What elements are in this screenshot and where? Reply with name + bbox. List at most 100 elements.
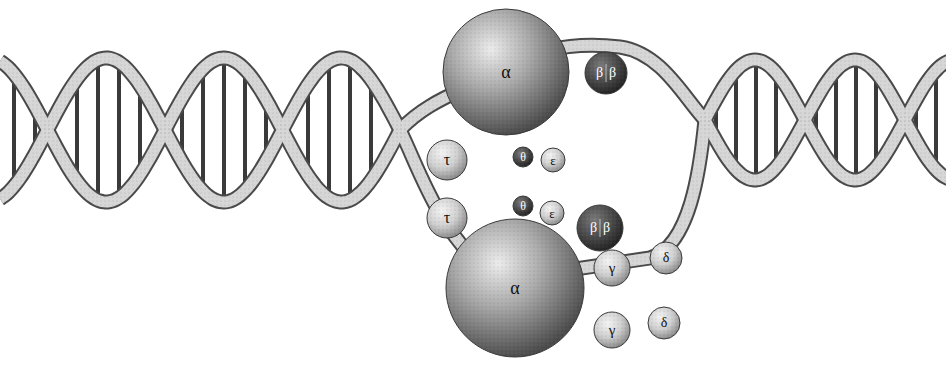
subunit-label: δ [663, 251, 670, 265]
subunit-label: β [596, 66, 603, 80]
dna-strand [0, 58, 400, 202]
base-pair [774, 79, 778, 162]
subunit-label: ε [549, 207, 554, 220]
sphere-body [594, 312, 630, 348]
sphere-texture [447, 220, 584, 357]
base-pair [306, 91, 310, 170]
sphere-texture [651, 243, 682, 274]
protein-subunit: δ [647, 306, 681, 340]
subunit-label-group: τ [444, 210, 450, 226]
subunit-label: α [510, 279, 519, 297]
subunit-label: θ [520, 151, 526, 163]
protein-subunit: ββ [584, 51, 628, 95]
subunit-label: τ [444, 152, 450, 168]
subunit-label: θ [520, 200, 526, 212]
sphere-body [513, 147, 533, 167]
sphere-texture [578, 206, 623, 251]
strand-texture [0, 58, 400, 202]
subunit-label-group: ββ [593, 66, 619, 80]
sphere-body [577, 205, 623, 251]
base-pair [854, 66, 858, 174]
subunit-sphere [576, 204, 624, 252]
protein-subunit: δ [649, 241, 683, 275]
subunit-label: β [603, 221, 610, 235]
subunit-label-group: α [501, 63, 510, 81]
strand-texture [0, 58, 400, 202]
protein-subunit: θ [512, 146, 534, 168]
sphere-body [541, 148, 565, 172]
sphere-texture [428, 141, 467, 180]
base-pair [327, 68, 331, 192]
subunit-label: γ [609, 323, 616, 338]
subunit-label-group: ββ [587, 221, 613, 235]
subunit-label-group: θ [520, 200, 526, 212]
strand-texture [705, 60, 946, 180]
subunit-label-group: γ [609, 323, 616, 338]
protein-subunit: α [442, 8, 570, 136]
subunit-label: γ [609, 261, 616, 276]
subunit-label: ε [550, 154, 555, 167]
base-pair [222, 64, 226, 196]
subunit-label-group: τ [444, 152, 450, 168]
sphere-texture [444, 10, 569, 135]
base-pair [369, 86, 373, 175]
base-pair [834, 76, 838, 163]
sphere-texture [514, 148, 533, 167]
subunit-label: τ [444, 210, 450, 226]
sphere-texture [649, 308, 680, 339]
base-pair [934, 76, 938, 163]
base-pair [12, 80, 16, 180]
subunit-label: β [590, 221, 597, 235]
protein-subunit: τ [426, 139, 468, 181]
strand-outline [0, 58, 400, 202]
strand-outline [0, 58, 400, 202]
sphere-texture [541, 202, 564, 225]
clamp-divider [600, 219, 601, 237]
sphere-body [513, 196, 533, 216]
sphere-texture [595, 251, 630, 286]
base-pair [75, 85, 79, 175]
strand-outline [705, 60, 946, 180]
subunit-label: α [501, 63, 510, 81]
protein-subunit: θ [512, 195, 534, 217]
protein-subunit: ββ [576, 204, 624, 252]
sphere-body [427, 198, 467, 238]
base-pair [201, 75, 205, 185]
protein-subunit: ε [539, 200, 565, 226]
sphere-body [446, 219, 584, 357]
subunit-label: β [609, 66, 616, 80]
subunit-label-group: ε [550, 154, 555, 167]
sphere-body [594, 250, 630, 286]
protein-subunit: γ [593, 311, 631, 349]
protein-subunit: ε [540, 147, 566, 173]
dna-strand [0, 58, 400, 202]
sphere-texture [595, 313, 630, 348]
sphere-body [540, 201, 564, 225]
base-pair [96, 66, 100, 195]
protein-subunit: τ [426, 197, 468, 239]
protein-subunit: α [445, 218, 585, 358]
strand-outline [705, 60, 946, 180]
subunit-label-group: δ [661, 316, 668, 330]
sphere-body [650, 242, 682, 274]
protein-subunit: γ [593, 249, 631, 287]
subunit-sphere [584, 51, 628, 95]
base-pair [734, 76, 738, 163]
subunit-label-group: γ [609, 261, 616, 276]
sphere-body [648, 307, 680, 339]
subunit-label-group: α [510, 279, 519, 297]
subunit-label: δ [661, 316, 668, 330]
sphere-body [427, 140, 467, 180]
sphere-body [585, 52, 627, 94]
sphere-texture [542, 149, 565, 172]
base-pair [754, 66, 758, 174]
sphere-texture [514, 197, 533, 216]
base-pair [348, 66, 352, 194]
subunit-label-group: ε [549, 207, 554, 220]
sphere-texture [428, 199, 467, 238]
sphere-body [443, 9, 569, 135]
base-pair [874, 79, 878, 162]
base-pair [117, 68, 121, 192]
dna-strand [705, 60, 946, 180]
